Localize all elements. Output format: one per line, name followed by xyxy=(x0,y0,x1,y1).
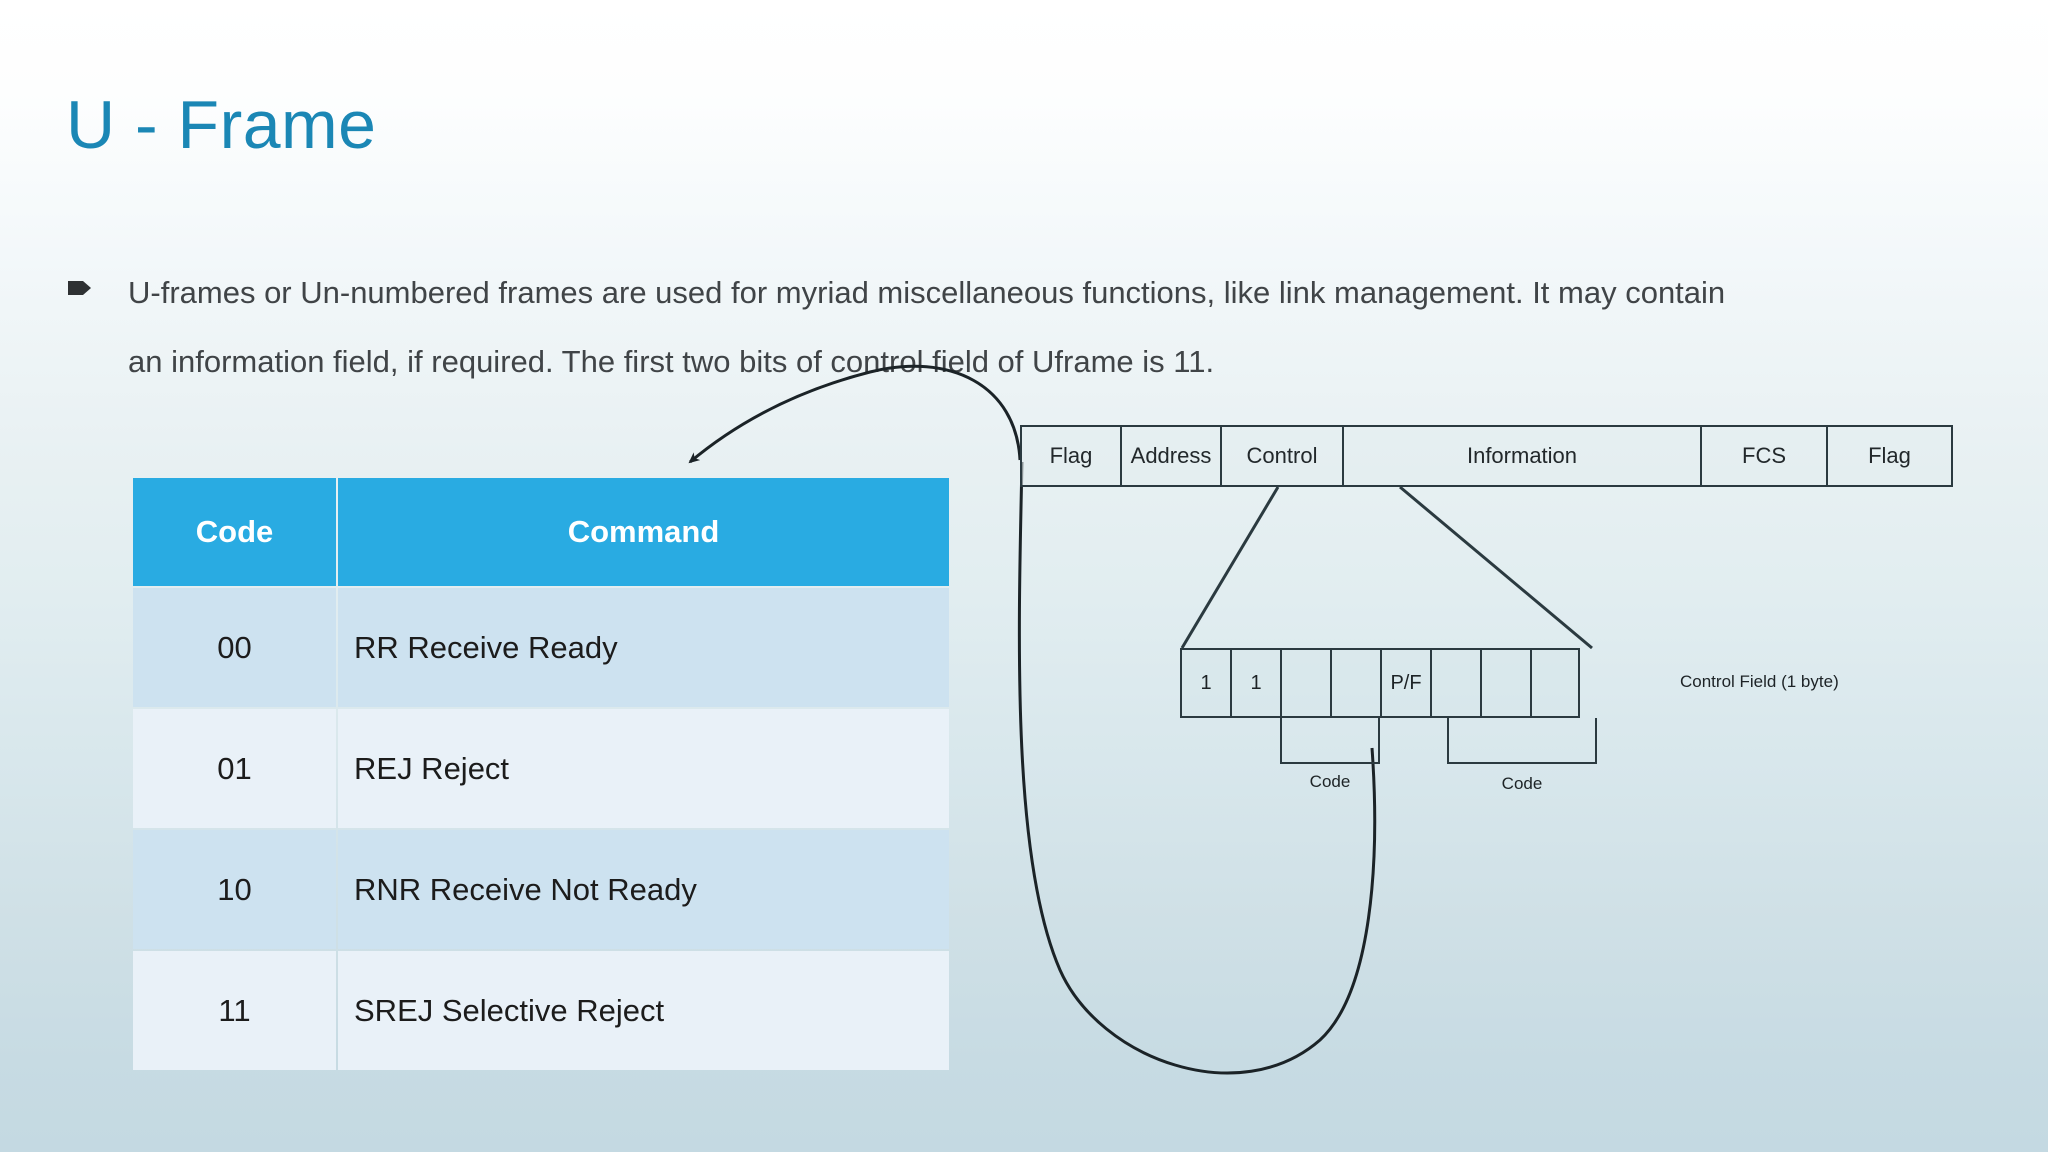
table-row: 00 RR Receive Ready xyxy=(133,588,949,707)
cell-command: SREJ Selective Reject xyxy=(338,951,949,1070)
control-bit-6 xyxy=(1480,648,1530,718)
cell-command: RNR Receive Not Ready xyxy=(338,830,949,949)
cell-code: 00 xyxy=(133,588,336,707)
bullet-text: U-frames or Un-numbered frames are used … xyxy=(128,275,1726,379)
frame-field-fcs: FCS xyxy=(1700,425,1826,487)
column-header-command: Command xyxy=(338,478,949,586)
pennant-arrow-icon xyxy=(68,278,94,298)
table-row: 10 RNR Receive Not Ready xyxy=(133,830,949,949)
cell-code: 11 xyxy=(133,951,336,1070)
control-bit-5 xyxy=(1430,648,1480,718)
leader-line-right xyxy=(1399,485,1593,650)
cell-code: 10 xyxy=(133,830,336,949)
code-label-left: Code xyxy=(1309,772,1351,791)
column-header-code: Code xyxy=(133,478,336,586)
code-bracket-left xyxy=(1280,718,1380,764)
cell-code: 01 xyxy=(133,709,336,828)
callout-curve-to-code xyxy=(1017,461,1377,1075)
table-header-row: Code Command xyxy=(133,478,949,586)
control-bit-7 xyxy=(1530,648,1580,718)
control-field-caption: Control Field (1 byte) xyxy=(1680,672,1839,691)
control-bit-3 xyxy=(1330,648,1380,718)
control-bit-4-pf: P/F xyxy=(1380,648,1430,718)
control-field-bits: 1 1 P/F xyxy=(1180,648,1580,718)
control-bit-2 xyxy=(1280,648,1330,718)
frame-field-address: Address xyxy=(1120,425,1220,487)
table-row: 11 SREJ Selective Reject xyxy=(133,951,949,1070)
bullet-paragraph: U-frames or Un-numbered frames are used … xyxy=(68,258,1768,396)
frame-field-flag-left: Flag xyxy=(1020,425,1120,487)
code-label-right: Code xyxy=(1501,774,1543,793)
cell-command: REJ Reject xyxy=(338,709,949,828)
leader-line-left xyxy=(1180,486,1280,649)
frame-field-control: Control xyxy=(1220,425,1342,487)
cell-command: RR Receive Ready xyxy=(338,588,949,707)
page-title: U - Frame xyxy=(66,87,377,163)
frame-field-information: Information xyxy=(1342,425,1700,487)
code-command-table: Code Command 00 RR Receive Ready 01 REJ … xyxy=(131,476,951,1072)
control-bit-0: 1 xyxy=(1180,648,1230,718)
control-bit-1: 1 xyxy=(1230,648,1280,718)
table-row: 01 REJ Reject xyxy=(133,709,949,828)
code-bracket-right xyxy=(1447,718,1597,764)
frame-field-flag-right: Flag xyxy=(1826,425,1953,487)
hdlc-frame-row: Flag Address Control Information FCS Fla… xyxy=(1020,425,1953,487)
